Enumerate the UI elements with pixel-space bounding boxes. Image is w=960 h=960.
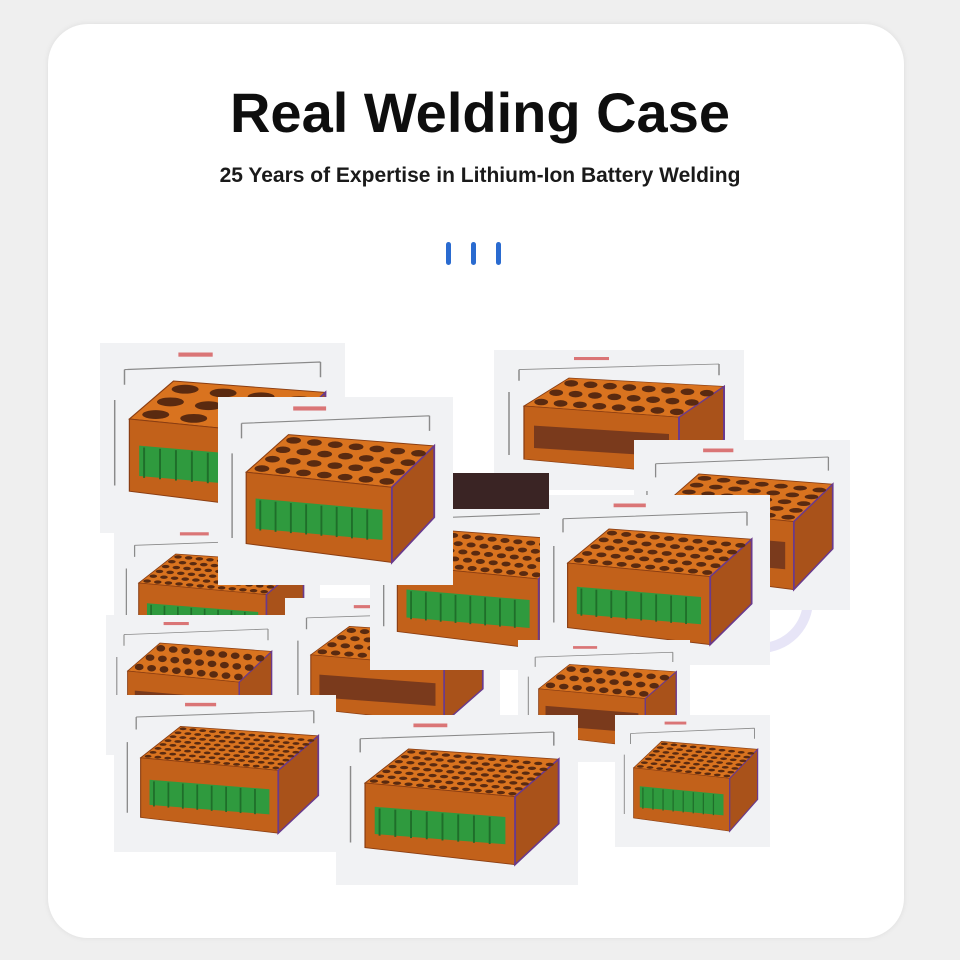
battery-case-illustration [126,702,320,836]
case-photo [540,495,770,665]
battery-case-illustration [553,503,753,647]
divider-bar [471,242,476,265]
battery-case-illustration [453,473,549,509]
case-photo [336,715,578,885]
divider-bar [446,242,451,265]
decorative-divider [0,242,960,266]
page-title: Real Welding Case [229,81,730,144]
battery-case-illustration [231,406,436,565]
battery-case-illustration [623,721,759,833]
case-photo [114,695,336,852]
case-photo [218,397,453,585]
case-photo [615,715,770,847]
case-photo [453,473,549,509]
divider-bar [496,242,501,265]
battery-case-illustration [349,723,560,867]
page-subtitle: 25 Years of Expertise in Lithium-Ion Bat… [219,164,741,187]
case-photo [494,350,744,490]
